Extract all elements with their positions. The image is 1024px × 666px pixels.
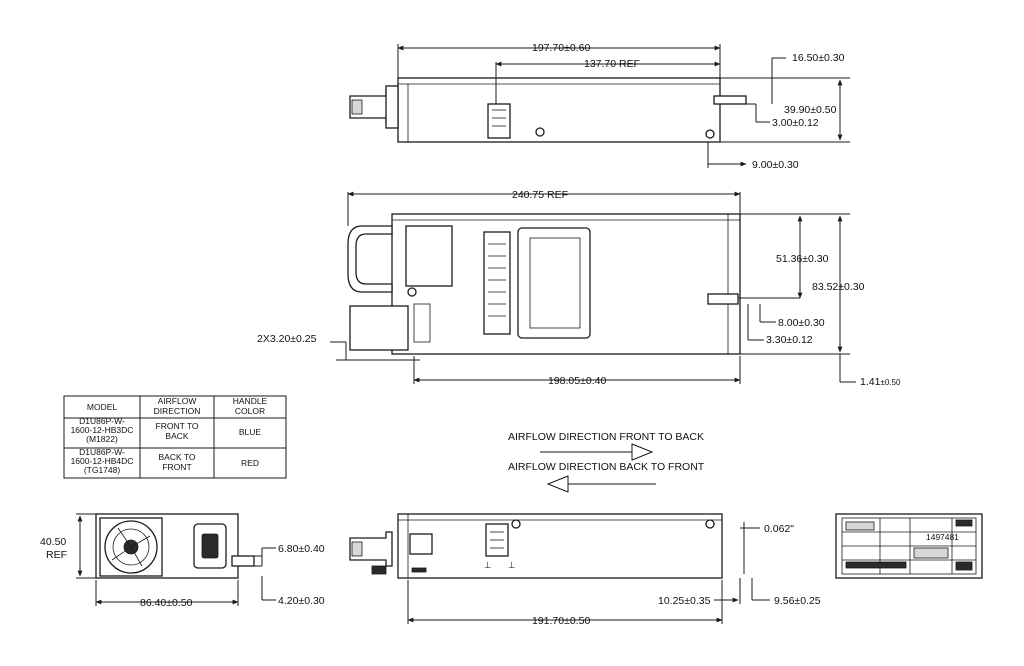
airflow-back-to-front-label: AIRFLOW DIRECTION BACK TO FRONT [508,461,705,473]
rear-label-a: 149 [926,532,940,542]
top-view: 197.70±0.60 137.70 REF 16.50±0.30 39.90±… [349,42,850,171]
airflow-front-to-back-label: AIRFLOW DIRECTION FRONT TO BACK [508,431,704,443]
dim-front-width: 86.40±0.50 [140,597,193,609]
dim-side-thickness: 0.062" [764,523,794,535]
arrow-left-icon [546,475,569,493]
dim-side-length: 191.70±0.50 [532,615,590,627]
dim-body-length: 198.05±0.40 [548,375,606,387]
dim-tab-top: 6.80±0.40 [278,543,325,555]
dim-side-offset-b: 9.56±0.25 [774,595,821,607]
table-header-model: MODEL [87,402,118,412]
dim-front-height-value: 40.50 [40,536,66,548]
dim-bottom-offset: 9.00±0.30 [752,159,799,171]
dim-width: 83.52±0.30 [812,281,865,293]
dim-slot-offset: 3.30±0.12 [766,334,813,346]
rear-label-b: 7481 [940,532,959,542]
plan-view-comb [483,231,511,335]
dim-front-height-ref: REF [46,549,67,561]
dim-total-length: 240.75 REF [512,189,568,201]
front-view: 40.50 REF 86.40±0.50 6.80±0.40 4.20±0.30 [40,513,325,609]
dim-tab-bottom: 4.20±0.30 [278,595,325,607]
dim-ref-length: 137.70 REF [584,58,640,70]
dim-side-offset-a: 10.25±0.35 [658,595,711,607]
table-row-2-model: D1U86P-W-1600-12-HB4DC(TG1748) [71,447,134,475]
side-view-handle [349,531,393,567]
top-view-body [397,77,721,143]
dim-edge-offset: 1.41±0.50 [860,376,901,388]
dim-pin-offset: 3.00±0.12 [772,117,819,129]
plan-view-handle [347,225,393,293]
plan-view-fan [405,225,453,287]
dim-overall-length: 197.70±0.60 [532,42,590,54]
side-view-body [397,513,723,579]
dim-mid-height: 51.36±0.30 [776,253,829,265]
dim-slot-width: 8.00±0.30 [778,317,825,329]
side-view: ⊥ ⊥ 0.062" 10.25±0.35 9.56±0.25 191.70±0… [349,513,821,627]
plan-view-lower-connector [349,305,409,351]
plan-view: 240.75 REF 51.36±0.30 83.52±0.30 8.00±0.… [257,189,901,388]
screw-icon [535,127,545,137]
svg-text:⊥: ⊥ [484,560,492,570]
dim-top-offset: 16.50±0.30 [792,52,845,64]
svg-text:⊥: ⊥ [508,560,516,570]
screw-icon [407,287,417,297]
dim-height: 39.90±0.50 [784,104,837,116]
table-row-2-color: RED [241,458,259,468]
plan-view-slot [707,293,739,305]
arrow-right-icon [631,443,654,461]
dim-mount-holes: 2X3.20±0.25 [257,333,317,345]
rear-view: 149 7481 [835,513,983,579]
table-row-1-color: BLUE [239,427,262,437]
top-view-connector [487,103,511,139]
plan-view-label-window [517,227,591,339]
table-row-1-model: D1U86P-W-1600-12-HB3DC(M1822) [71,416,134,444]
screw-icon [511,519,521,529]
airflow-legend: AIRFLOW DIRECTION FRONT TO BACK AIRFLOW … [508,431,705,493]
screw-icon [705,129,715,139]
top-view-latch [713,95,747,105]
screw-icon [705,519,715,529]
